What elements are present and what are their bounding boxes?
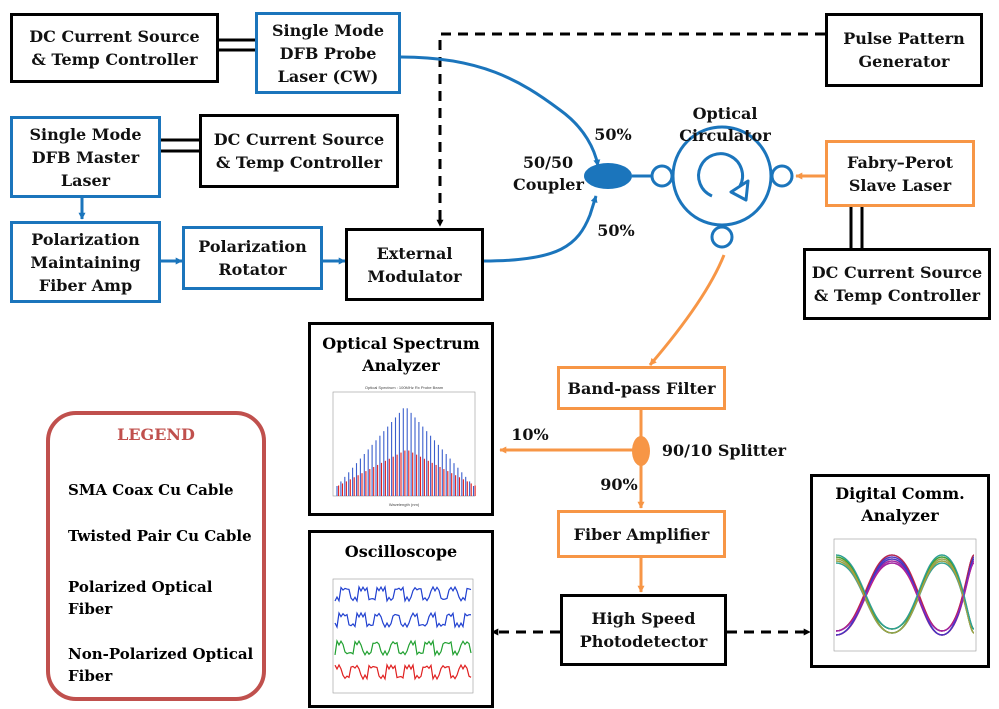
coupler-node: [584, 163, 632, 189]
legend-item-twisted-pair: Twisted Pair Cu Cable: [68, 527, 252, 545]
dca-title: Digital Comm. Analyzer: [835, 484, 965, 525]
legend-item-non-polarized-fiber: Non-Polarized Optical Fiber: [68, 645, 254, 685]
fp-slave-laser-box: Fabry–Perot Slave Laser: [825, 140, 975, 207]
photodetector-box: High Speed Photodetector: [560, 594, 727, 666]
legend: LEGEND SMA Coax Cu Cable Twisted Pair Cu…: [46, 411, 266, 701]
pm-fiber-amp-box: Polarization Maintaining Fiber Amp: [10, 221, 161, 303]
osa-plot-title: Optical Spectrum : 100MHz Rx Probe Beam: [365, 385, 444, 390]
split-10-percent: 10%: [511, 425, 549, 444]
scope-trace: [334, 663, 472, 681]
coupler-label: 50/50 Coupler: [513, 153, 584, 194]
eye-trace: [835, 562, 975, 632]
coupler-bottom-percent: 50%: [597, 221, 635, 240]
optical-circulator: [650, 125, 794, 249]
eye-trace: [835, 554, 975, 630]
oscilloscope-plot: [332, 578, 474, 694]
osa-xlabel: Wavelength (nm): [389, 502, 420, 507]
coax-cables: [436, 32, 825, 636]
polarization-rotator-box: Polarization Rotator: [182, 226, 323, 290]
scope-trace: [334, 585, 472, 603]
bandpass-filter-box: Band-pass Filter: [557, 366, 726, 410]
eye-trace: [835, 560, 975, 634]
non-polarized-fibers: [499, 172, 825, 593]
osa-title: Optical Spectrum Analyzer: [322, 334, 480, 375]
dc-current-source-1: DC Current Source & Temp Controller: [10, 13, 219, 83]
coupler-top-percent: 50%: [594, 125, 632, 144]
master-laser-box: Single Mode DFB Master Laser: [10, 116, 161, 198]
dc-current-source-3: DC Current Source & Temp Controller: [803, 248, 991, 320]
oscilloscope-title: Oscilloscope: [344, 542, 458, 561]
legend-item-polarized-fiber: Polarized Optical Fiber: [68, 578, 213, 618]
splitter-label: 90/10 Splitter: [661, 441, 787, 460]
probe-laser-box: Single Mode DFB Probe Laser (CW): [255, 12, 401, 94]
scope-trace: [334, 639, 472, 657]
optical-spectrum-analyzer: Optical Spectrum Analyzer Optical Spectr…: [308, 322, 494, 516]
legend-item-sma-coax: SMA Coax Cu Cable: [68, 481, 234, 499]
pulse-pattern-generator: Pulse Pattern Generator: [825, 13, 983, 87]
circulator-label: Optical Circulator: [679, 104, 771, 145]
fiber-amplifier-box: Fiber Amplifier: [557, 510, 726, 558]
polarized-fibers: [78, 55, 652, 265]
legend-title: LEGEND: [117, 425, 195, 444]
dc-current-source-2: DC Current Source & Temp Controller: [199, 114, 399, 188]
twisted-pair-cables: [161, 38, 864, 248]
split-90-percent: 90%: [600, 475, 638, 494]
digital-comm-analyzer: Digital Comm. Analyzer: [810, 474, 990, 668]
oscilloscope: Oscilloscope: [308, 530, 494, 708]
splitter-node: [632, 436, 650, 466]
external-modulator-box: External Modulator: [345, 228, 484, 301]
osa-spectrum-plot: Optical Spectrum : 100MHz Rx Probe Beam …: [332, 385, 476, 507]
eye-diagram-plot: [833, 538, 977, 652]
scope-trace: [334, 611, 472, 629]
